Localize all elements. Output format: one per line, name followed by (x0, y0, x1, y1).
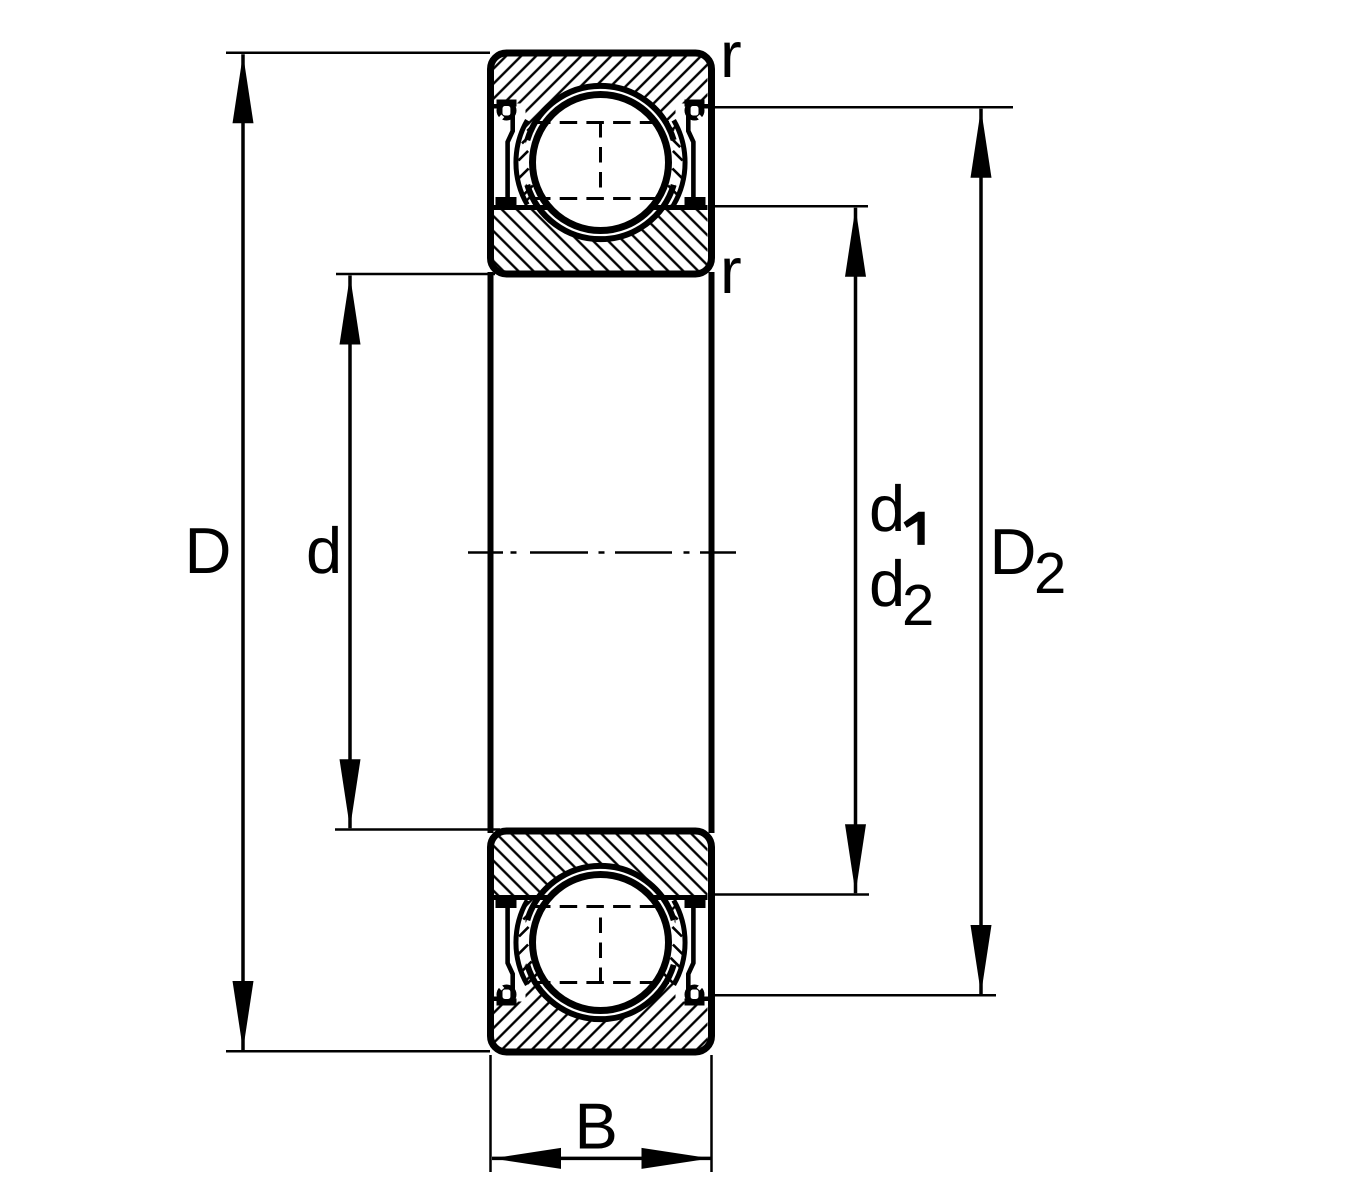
svg-text:d: d (306, 514, 342, 587)
svg-text:2: 2 (1034, 541, 1066, 606)
svg-text:r: r (720, 234, 742, 307)
svg-text:B: B (574, 1090, 617, 1163)
svg-text:d: d (869, 472, 905, 545)
svg-text:r: r (720, 18, 742, 91)
svg-text:D: D (989, 515, 1036, 588)
svg-text:2: 2 (902, 573, 934, 638)
svg-text:d: d (869, 547, 905, 620)
svg-text:D: D (184, 514, 231, 587)
